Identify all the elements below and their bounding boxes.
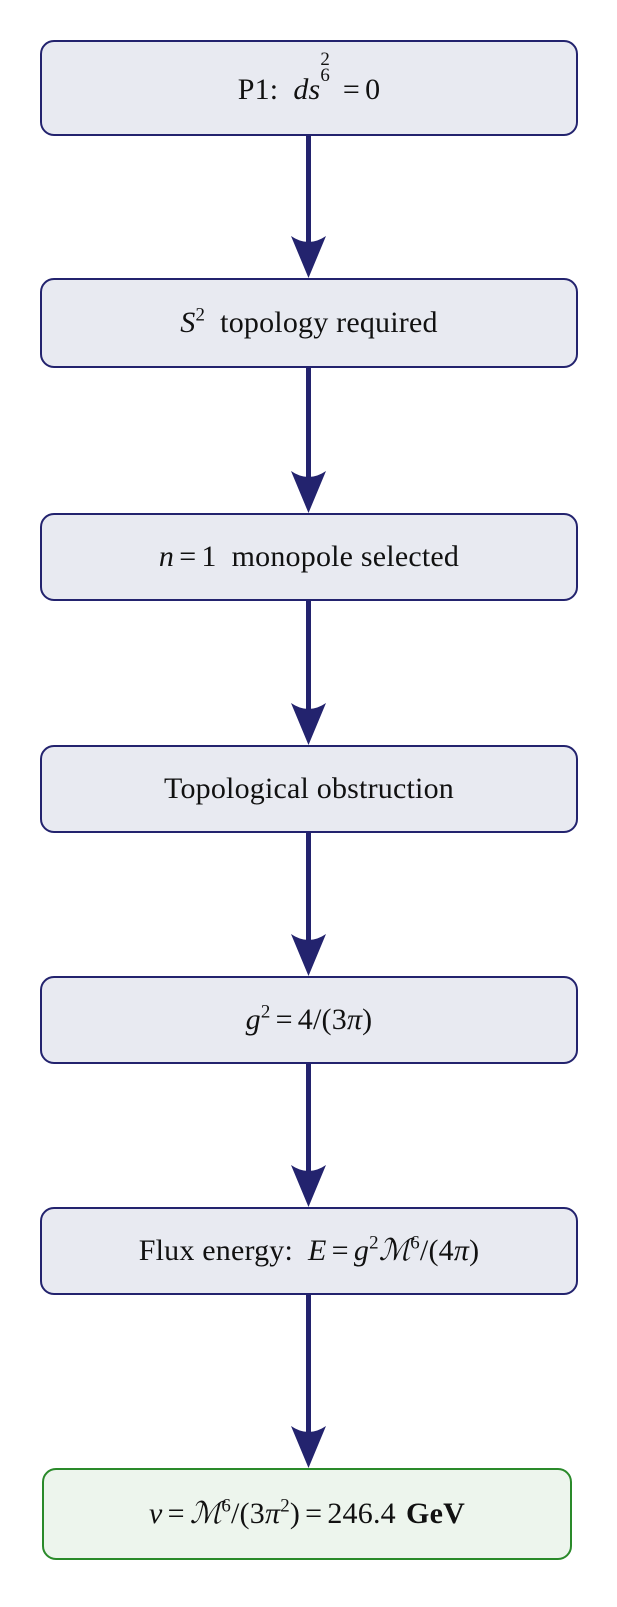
node-coupling-variable: g (245, 1002, 261, 1036)
node-obstruction[interactable]: Topological obstruction (40, 745, 578, 833)
node-flux-energy-variable-g: g (353, 1233, 370, 1267)
node-vev-factor: 3 (249, 1496, 265, 1530)
edge-monopole-to-obstruction (291, 601, 326, 745)
node-monopole-relation: = (179, 539, 197, 573)
node-monopole-label: n=1 monopole selected (149, 540, 469, 575)
node-monopole-words: monopole selected (231, 539, 460, 573)
node-p1-prefix: P1: (237, 72, 279, 106)
node-vev-open-paren: ( (239, 1496, 250, 1530)
node-coupling-superscript: 2 (260, 1001, 271, 1023)
node-monopole-variable: n (158, 539, 175, 573)
node-topology-symbol: S (180, 305, 196, 339)
node-flux-energy-sup-g: 2 (369, 1232, 379, 1254)
node-flux-energy-factor: 4 (438, 1233, 454, 1267)
node-flux-energy[interactable]: Flux energy: E=g2ℳ6/(4π) (40, 1207, 578, 1295)
node-vev-close-paren: ) (289, 1496, 301, 1530)
node-topology-label: S2 topology required (170, 304, 447, 341)
node-vev-value: 246.4 (327, 1496, 396, 1530)
node-coupling-label: g2=4/(3π) (236, 1001, 383, 1038)
node-vev-script-m: ℳ (189, 1495, 222, 1531)
node-monopole[interactable]: n=1 monopole selected (40, 513, 578, 601)
node-vev-variable: v (149, 1496, 163, 1530)
node-monopole-value: 1 (201, 539, 217, 573)
node-flux-energy-sup-m: 6 (410, 1232, 420, 1254)
node-vev-unit: GeV (406, 1496, 465, 1530)
node-topology-words: topology required (220, 305, 438, 339)
node-flux-energy-symbol: E (308, 1233, 327, 1267)
node-flux-energy-close-paren: ) (469, 1233, 480, 1267)
node-coupling-slash: / (312, 1002, 322, 1036)
node-flux-energy-script-m: ℳ (378, 1232, 411, 1268)
node-coupling-pi: π (346, 1002, 363, 1036)
node-flux-energy-prefix: Flux energy: (138, 1233, 294, 1267)
node-p1-variable-d: d (293, 72, 309, 106)
node-coupling-numerator: 4 (297, 1002, 313, 1036)
node-p1-value: 0 (365, 72, 381, 106)
edge-topology-to-monopole (291, 368, 326, 513)
node-obstruction-words: Topological obstruction (164, 771, 454, 805)
node-coupling-open-paren: ( (321, 1002, 332, 1036)
node-p1-variable-s: s (308, 72, 321, 106)
node-coupling-relation: = (275, 1002, 293, 1036)
node-vev-relation-2: = (305, 1496, 323, 1530)
node-flux-energy-open-paren: ( (428, 1233, 439, 1267)
edge-flux-energy-to-vev (291, 1295, 326, 1468)
edge-coupling-to-flux-energy (291, 1064, 326, 1207)
node-obstruction-label: Topological obstruction (154, 772, 464, 807)
node-flux-energy-pi: π (453, 1233, 470, 1267)
node-coupling-factor: 3 (331, 1002, 347, 1036)
node-vev-slash: / (231, 1496, 240, 1530)
node-vev-pi: π (264, 1496, 281, 1530)
edge-obstruction-to-coupling (291, 833, 326, 976)
node-topology-superscript: 2 (195, 304, 206, 326)
node-coupling[interactable]: g2=4/(3π) (40, 976, 578, 1064)
node-flux-energy-relation: = (331, 1233, 349, 1267)
node-topology[interactable]: S2 topology required (40, 278, 578, 368)
edge-p1-to-topology (291, 136, 326, 278)
node-p1-relation: = (342, 72, 360, 106)
node-coupling-close-paren: ) (362, 1002, 373, 1036)
node-flux-energy-slash: / (419, 1233, 429, 1267)
node-flux-energy-label: Flux energy: E=g2ℳ6/(4π) (129, 1232, 490, 1269)
node-vev-sup-m: 6 (221, 1495, 231, 1517)
node-vev-relation-1: = (167, 1496, 185, 1530)
node-vev-sup-pi: 2 (280, 1495, 290, 1517)
